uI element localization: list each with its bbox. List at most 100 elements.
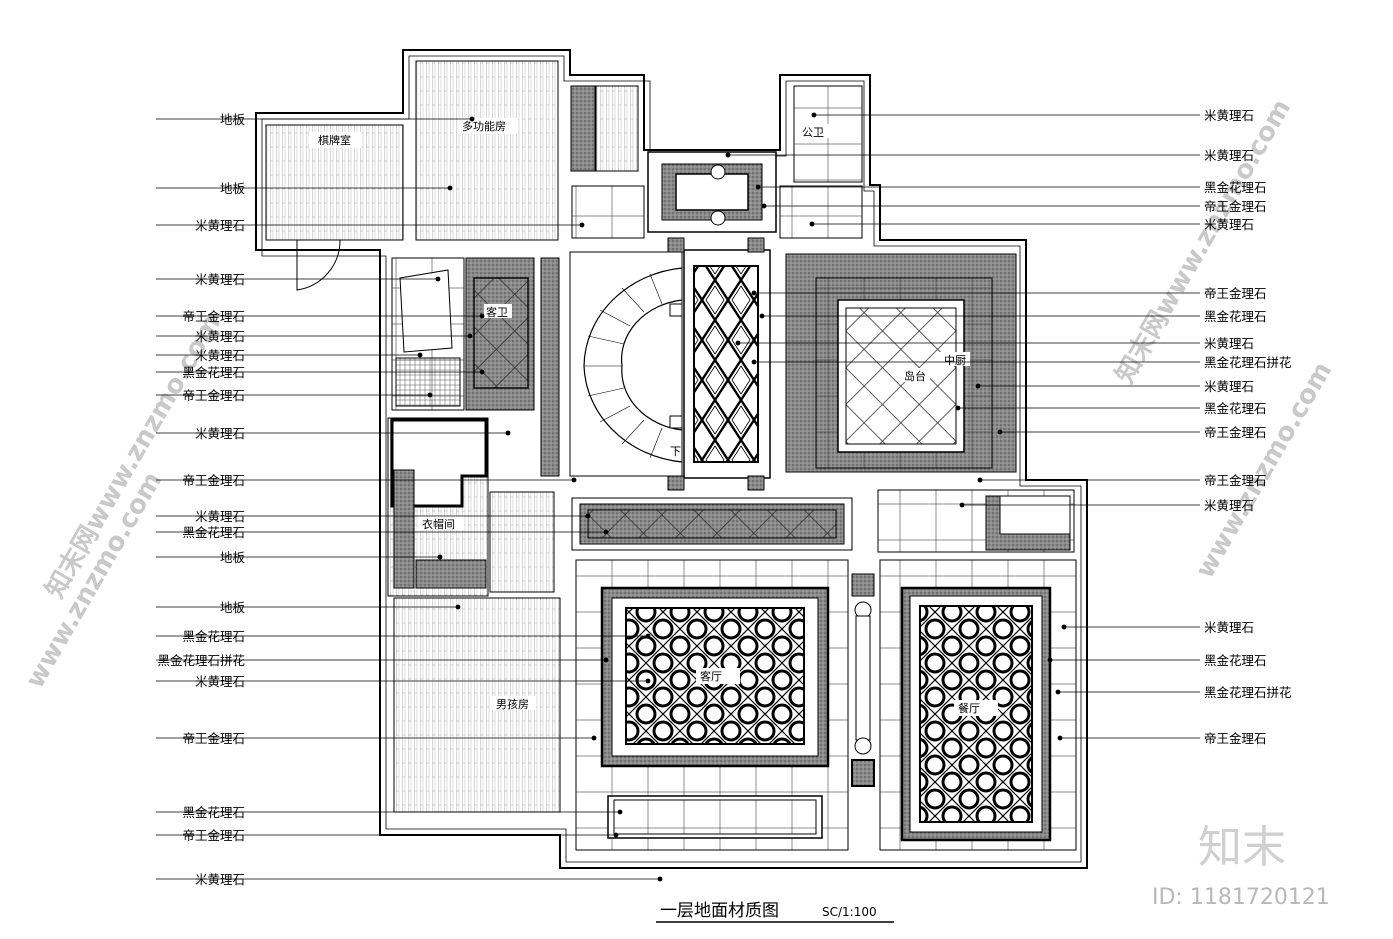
material-label-left: 帝王金理石 xyxy=(182,388,245,403)
material-label-left: 黑金花理石 xyxy=(182,805,245,820)
material-label-right: 黑金花理石 xyxy=(1204,401,1267,416)
material-label-right: 帝王金理石 xyxy=(1204,199,1267,214)
material-label-right: 米黄理石 xyxy=(1204,620,1254,635)
room-label-guest-wc: 客卫 xyxy=(486,305,508,319)
leader-dot xyxy=(997,429,1003,435)
leader-dot xyxy=(755,184,761,190)
leader-dot xyxy=(809,221,815,227)
leader-dot xyxy=(959,502,965,508)
material-label-left: 米黄理石 xyxy=(195,272,245,287)
leader-dot xyxy=(725,152,731,158)
material-label-left: 黑金花理石 xyxy=(182,525,245,540)
room-label-island: 岛台 xyxy=(904,369,926,383)
material-label-left: 米黄理石 xyxy=(195,872,245,887)
material-label-left: 帝王金理石 xyxy=(182,473,245,488)
material-label-left: 帝王金理石 xyxy=(182,828,245,843)
hall-runner xyxy=(667,237,771,491)
brand-logo-text: 知末 xyxy=(1198,822,1286,873)
room-label-chess: 棋牌室 xyxy=(318,133,351,147)
leader-dot xyxy=(1057,735,1063,741)
leader-dot xyxy=(435,276,441,282)
staircase: 上 下 xyxy=(569,251,694,477)
leader-lines xyxy=(156,112,1200,882)
leader-dot xyxy=(613,832,619,838)
material-label-right: 米黄理石 xyxy=(1204,217,1254,232)
leader-dot xyxy=(591,735,597,741)
leader-dot xyxy=(657,876,663,882)
room-label-cloakroom: 衣帽间 xyxy=(422,517,455,531)
room-label-public-wc: 公卫 xyxy=(802,126,824,139)
leader-dot xyxy=(1061,624,1067,630)
material-label-left: 米黄理石 xyxy=(195,329,245,344)
dining-room: 餐厅 xyxy=(879,559,1077,851)
leader-dot xyxy=(1047,657,1053,663)
material-label-right: 米黄理石 xyxy=(1204,108,1254,123)
leader-dot xyxy=(455,604,461,610)
leader-dot xyxy=(1055,689,1061,695)
room-label-dining: 餐厅 xyxy=(958,701,980,715)
leader-dot xyxy=(977,477,983,483)
guest-wc: 客卫 xyxy=(391,257,560,477)
material-label-left: 米黄理石 xyxy=(195,218,245,233)
labels-right: 米黄理石米黄理石黑金花理石帝王金理石米黄理石帝王金理石黑金花理石米黄理石黑金花理… xyxy=(1204,108,1292,746)
material-label-right: 黑金花理石 xyxy=(1204,309,1267,324)
material-label-right: 米黄理石 xyxy=(1204,336,1254,351)
leader-dot xyxy=(467,333,473,339)
columns xyxy=(851,573,875,787)
material-label-right: 帝王金理石 xyxy=(1204,286,1267,301)
material-label-right: 米黄理石 xyxy=(1204,148,1254,163)
leader-dot xyxy=(645,633,651,639)
leader-dot xyxy=(603,657,609,663)
room-label-kitchen: 中厨 xyxy=(944,354,966,367)
leader-dot xyxy=(427,392,433,398)
title-text: 一层地面材质图 xyxy=(660,901,779,921)
material-label-left: 米黄理石 xyxy=(195,509,245,524)
leader-dot xyxy=(751,359,757,365)
leader-dot xyxy=(479,369,485,375)
material-label-right: 黑金花理石 xyxy=(1204,653,1267,668)
corridor-strip xyxy=(571,489,1075,553)
labels-left: 地板地板米黄理石米黄理石帝王金理石米黄理石米黄理石黑金花理石帝王金理石米黄理石帝… xyxy=(157,112,245,887)
leader-dot xyxy=(761,203,767,209)
material-label-left: 黑金花理石 xyxy=(182,629,245,644)
brand-id-text: ID: 1181720121 xyxy=(1152,885,1330,910)
foyer-medallion xyxy=(647,151,777,233)
scale-text: SC/1:100 xyxy=(822,905,877,919)
material-label-right: 帝王金理石 xyxy=(1204,425,1267,440)
leader-dot xyxy=(437,554,443,560)
living-room: 客厅 xyxy=(575,559,849,851)
material-label-right: 黑金花理石拼花 xyxy=(1204,355,1292,370)
leader-dot xyxy=(751,290,757,296)
leader-dot xyxy=(735,340,741,346)
upper-corridor xyxy=(570,85,863,239)
drawing-title: 一层地面材质图 SC/1:100 xyxy=(656,901,894,923)
material-label-right: 帝王金理石 xyxy=(1204,473,1267,488)
leader-dot xyxy=(579,222,585,228)
leader-dot xyxy=(479,313,485,319)
material-label-left: 帝王金理石 xyxy=(182,731,245,746)
leader-dot xyxy=(811,112,817,118)
material-label-right: 帝王金理石 xyxy=(1204,731,1267,746)
chess-room: 棋牌室 xyxy=(265,124,404,291)
material-label-right: 黑金花理石 xyxy=(1204,180,1267,195)
material-label-left: 地板 xyxy=(220,600,246,615)
boys-room: 衣帽间 男孩房 xyxy=(387,417,561,813)
material-label-right: 米黄理石 xyxy=(1204,498,1254,513)
leader-dot xyxy=(617,809,623,815)
room-label-living: 客厅 xyxy=(700,669,722,683)
material-label-left: 米黄理石 xyxy=(195,426,245,441)
kitchen-island: 岛台 中厨 xyxy=(785,253,1017,473)
leader-dot xyxy=(759,313,765,319)
leader-dot xyxy=(469,116,475,122)
leader-dot xyxy=(505,430,511,436)
leader-dot xyxy=(645,678,651,684)
material-label-left: 米黄理石 xyxy=(195,348,245,363)
leader-dot xyxy=(975,383,981,389)
material-label-left: 地板 xyxy=(220,112,246,127)
leader-dot xyxy=(447,185,453,191)
brand-watermark: 知末 ID: 1181720121 xyxy=(1152,822,1330,910)
material-label-right: 米黄理石 xyxy=(1204,379,1254,394)
material-label-left: 地板 xyxy=(220,181,246,196)
room-label-multi: 多功能房 xyxy=(462,119,506,133)
